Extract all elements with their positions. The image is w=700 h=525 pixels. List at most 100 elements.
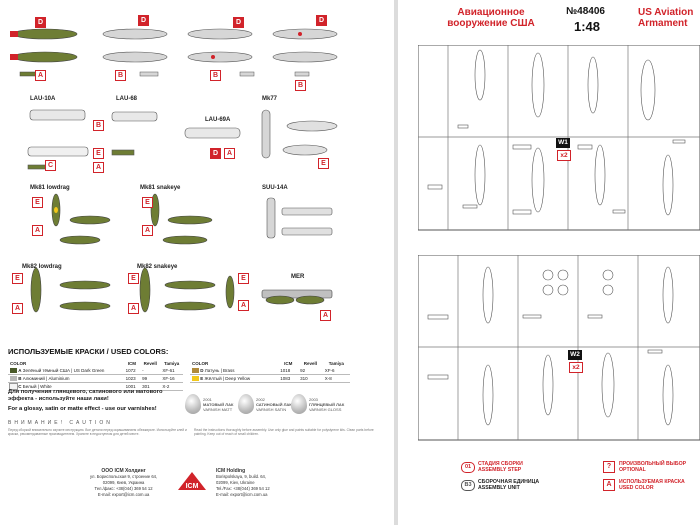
- instruction-page-left: LAU-10A LAU-68 LAU-69A Mk77 Mk81 lowdrag…: [8, 15, 374, 497]
- col-header: COLOR: [192, 361, 209, 366]
- color-tag-d: D: [316, 15, 327, 26]
- section-mk77: Mk77: [262, 96, 278, 102]
- bomb-green-1: [10, 28, 78, 40]
- assembly-unit-icon: B3: [461, 480, 475, 491]
- warning-text-en: Read the instructions thoroughly before …: [194, 428, 374, 436]
- tamiya-code: XF-61: [160, 367, 183, 375]
- table-row: E Жёлтый | Deep Yellow 1083 310 X-8: [190, 374, 350, 383]
- mk82-lowdrag-drawing: [30, 267, 111, 313]
- color-tag-e: E: [12, 273, 23, 284]
- section-lau-69a: LAU-69A: [205, 117, 231, 123]
- lau-10a-drawing: [27, 109, 89, 170]
- revell-code: 310: [298, 374, 323, 383]
- color-tag-d: D: [210, 148, 221, 159]
- color-tag-a: A: [12, 303, 23, 314]
- color-tag-a: A: [128, 303, 139, 314]
- color-swatch: [192, 368, 199, 374]
- page-divider: [394, 0, 398, 525]
- revell-code: 301: [140, 382, 161, 391]
- tank-grey-2: [187, 28, 253, 63]
- color-tag-e: E: [142, 197, 153, 208]
- bomb-green-2: [10, 51, 78, 63]
- tamiya-code: XF-6: [322, 367, 350, 375]
- col-header: ICM: [284, 361, 293, 366]
- promo-text-ru: Для получения глянцевого, сатинового или…: [8, 389, 163, 402]
- col-header: Tamiya: [328, 361, 344, 366]
- icm-code: 1072: [123, 367, 141, 375]
- assembly-drawings: [10, 28, 338, 313]
- revell-code: 92: [298, 367, 323, 375]
- color-swatch: [192, 376, 199, 382]
- tamiya-code: XF-16: [160, 374, 183, 383]
- color-tag-d: D: [138, 15, 149, 26]
- section-mk82-lowdrag: Mk82 lowdrag: [22, 264, 62, 270]
- icm-code: 1023: [123, 374, 141, 383]
- sprue-label-w1: W1: [556, 138, 570, 148]
- lau-68-drawing: [111, 111, 158, 156]
- color-tag-a: A: [320, 310, 331, 321]
- color-name: Алюминий | Aluminium: [22, 375, 70, 381]
- color-tag-b: B: [295, 80, 306, 91]
- sprue-label-w2: W2: [568, 350, 582, 360]
- icm-code: 1083: [278, 374, 299, 383]
- section-mk81-snakeye: Mk81 snakeye: [140, 185, 181, 191]
- color-table-left: COLOR ICM Revell Tamiya A Зелёный тёмный…: [8, 360, 183, 391]
- varnish-matt-icon: [185, 394, 201, 414]
- lau-69a-drawing: [184, 127, 241, 139]
- tamiya-code: X-8: [322, 374, 350, 383]
- title-en: US Aviation Armament: [638, 7, 694, 29]
- section-lau-10a: LAU-10A: [30, 96, 56, 102]
- color-code: E: [200, 375, 204, 381]
- color-tag-e: E: [32, 197, 43, 208]
- used-color-icon: A: [603, 479, 615, 491]
- warning-text-ru: Перед сборкой внимательно изучите инстру…: [8, 428, 187, 436]
- color-tag-a: A: [224, 148, 235, 159]
- suu-14a-drawing: [266, 197, 333, 239]
- mk81-lowdrag-drawing: [51, 193, 111, 245]
- color-tag-b: B: [210, 70, 221, 81]
- col-header: Revell: [303, 361, 318, 366]
- color-tag-a: A: [238, 300, 249, 311]
- warning-heading: ВНИМАНИЕ! CAUTION: [8, 420, 113, 426]
- table-row: C Белый | White 1001 301 X-2: [8, 382, 183, 391]
- color-name: Латунь | Brass: [204, 367, 235, 373]
- color-name: Белый | White: [22, 383, 52, 389]
- section-lau-68: LAU-68: [116, 96, 138, 102]
- icm-code: 1018: [278, 367, 299, 375]
- color-tag-a: A: [35, 70, 46, 81]
- color-tag-d: D: [233, 17, 244, 28]
- color-tag-e: E: [128, 273, 139, 284]
- col-header: Tamiya: [164, 361, 180, 366]
- color-swatch: [10, 376, 17, 382]
- color-tag-d: D: [35, 17, 46, 28]
- mer-drawing: [261, 289, 333, 305]
- color-tag-b: B: [115, 70, 126, 81]
- colors-title: ИСПОЛЬЗУЕМЫЕ КРАСКИ / USED COLORS:: [8, 347, 169, 356]
- icm-code: 1001: [123, 382, 141, 391]
- col-header: COLOR: [10, 361, 27, 366]
- revell-code: -: [140, 367, 161, 375]
- optional-icon: ?: [603, 461, 615, 473]
- section-mk82-snakeye: Mk82 snakeye: [137, 264, 178, 270]
- color-tag-a: A: [93, 162, 104, 173]
- color-swatch: [10, 368, 17, 374]
- col-header: ICM: [127, 361, 137, 366]
- sprue-quantity-w2: x2: [569, 362, 583, 373]
- table-row: D Латунь | Brass 1018 92 XF-6: [190, 367, 350, 375]
- color-name: Зелёный тёмный США | US Dark Green: [22, 367, 105, 373]
- section-mk81-lowdrag: Mk81 lowdrag: [30, 185, 70, 191]
- icm-logo: ICM: [178, 472, 206, 490]
- varnish-gloss-icon: [291, 394, 307, 414]
- color-swatch: [9, 383, 18, 391]
- section-mer: MER: [291, 274, 305, 280]
- mk82-snakeye-drawing: [139, 267, 235, 313]
- assembly-step-icon: 01: [461, 462, 475, 473]
- color-tag-b: B: [93, 120, 104, 131]
- revell-code: 99: [140, 374, 161, 383]
- sprue-quantity-w1: x2: [557, 150, 571, 161]
